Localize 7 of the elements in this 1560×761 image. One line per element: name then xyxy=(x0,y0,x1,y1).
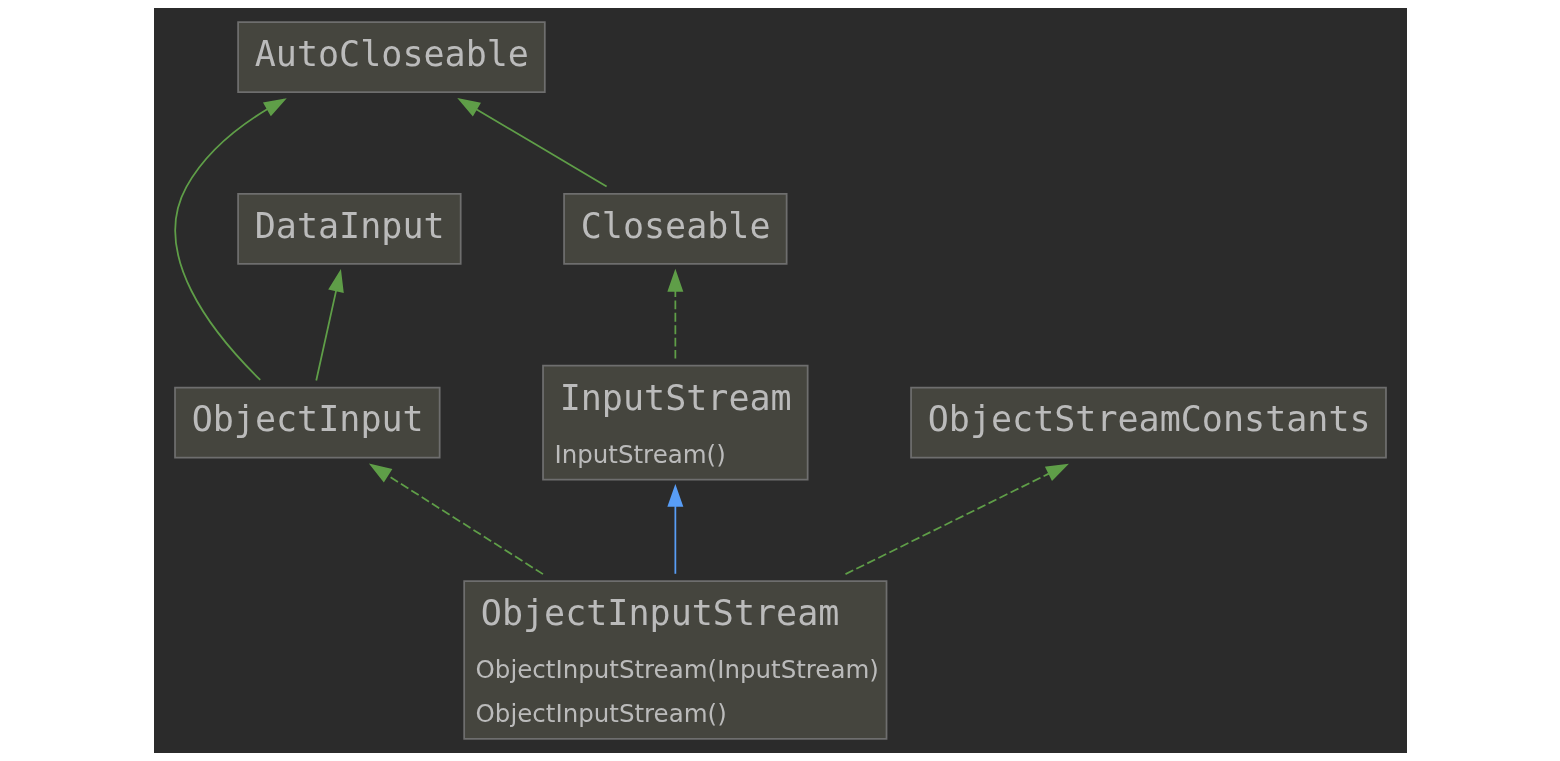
arrow xyxy=(666,484,683,575)
arrow xyxy=(174,98,287,381)
arrow xyxy=(844,463,1069,575)
arrow xyxy=(456,97,607,188)
arrow xyxy=(314,269,344,382)
arrow xyxy=(368,463,544,575)
arrow xyxy=(666,268,683,360)
